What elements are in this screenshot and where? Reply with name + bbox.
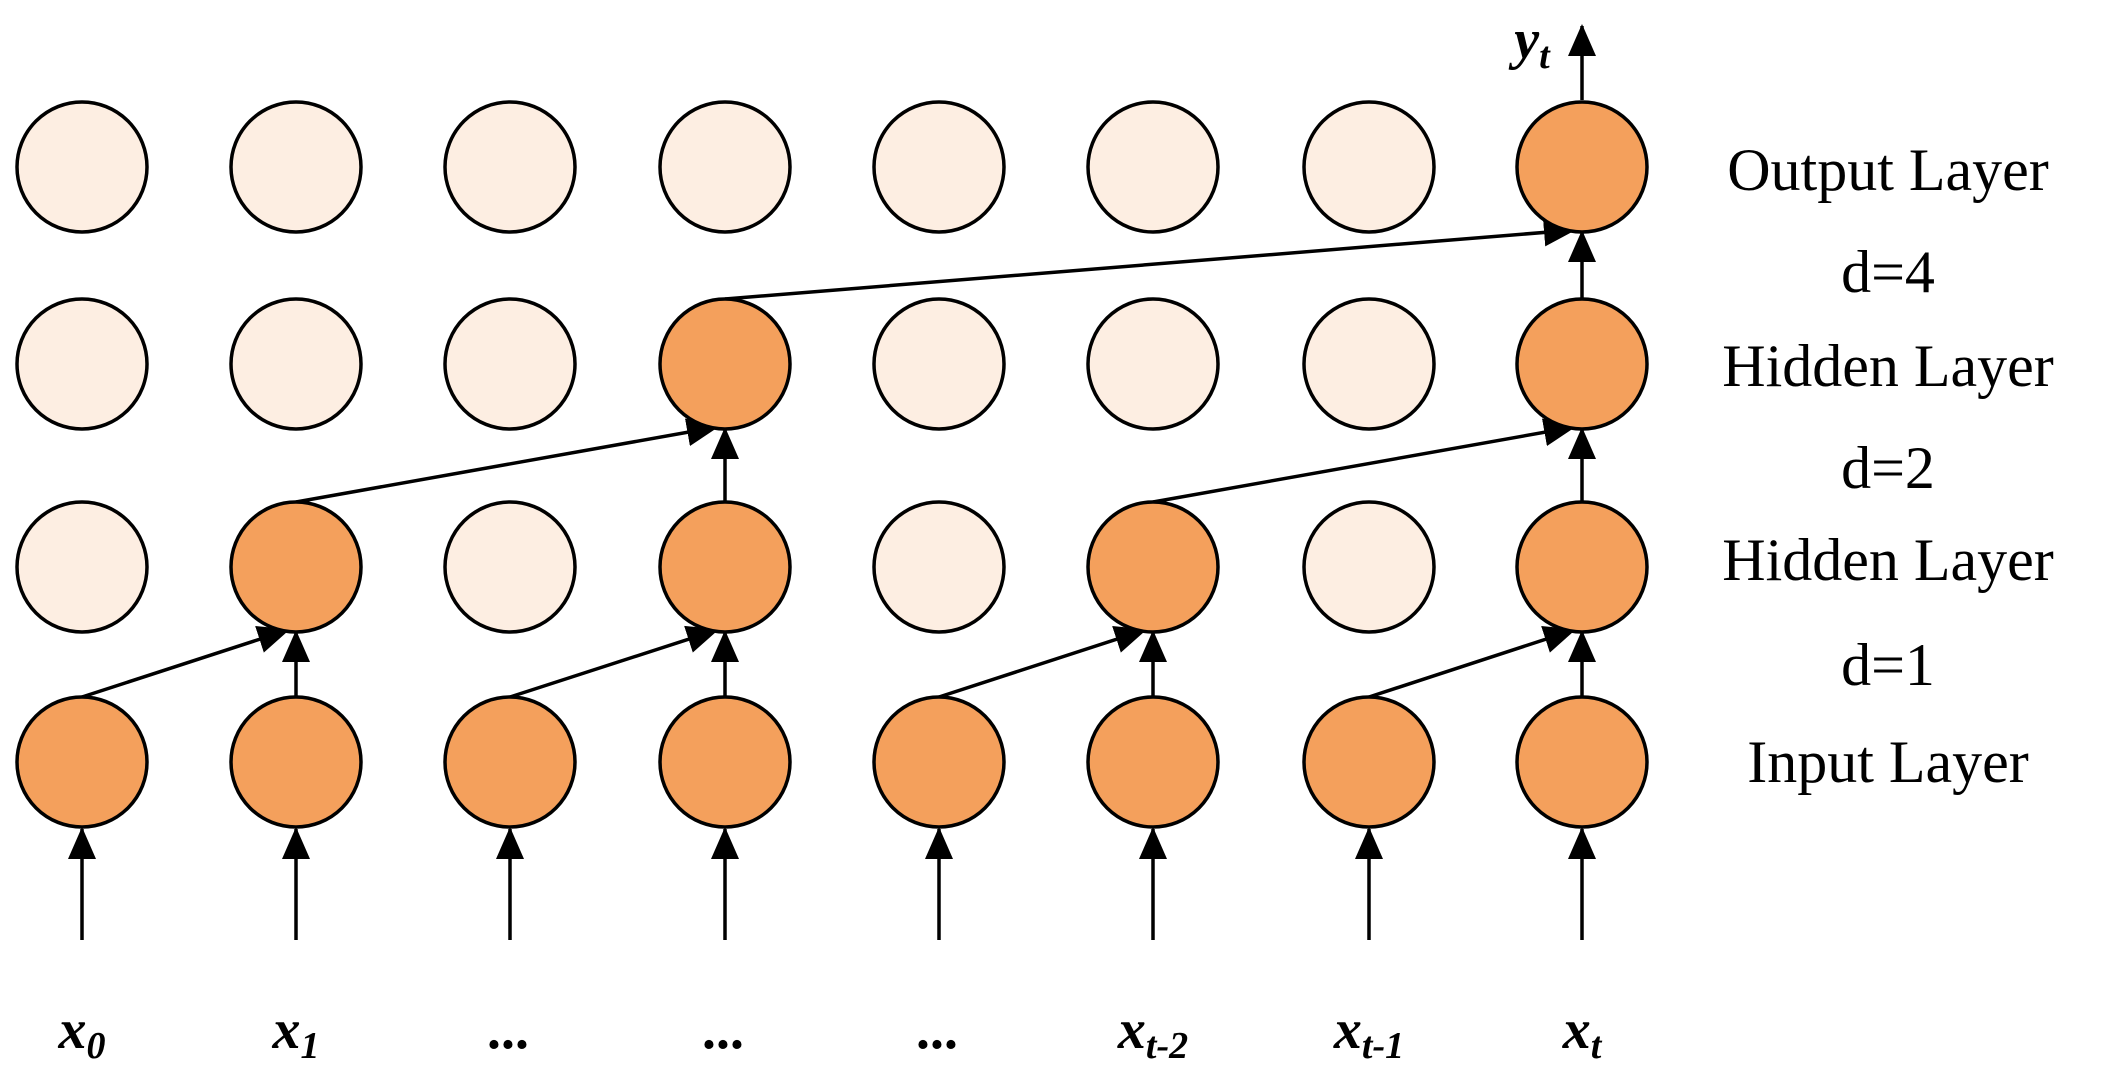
node-hidden1-3-active: [658, 500, 792, 634]
node-input-0-active: [15, 695, 149, 829]
connection-input-2-to-hidden1-3: [509, 625, 719, 699]
input-label-7: xt: [1562, 999, 1603, 1067]
node-hidden1-5-active: [1086, 500, 1220, 634]
layer-label-hidden-2: Hidden Layer: [1722, 333, 2054, 399]
layer-label-input: Input Layer: [1747, 729, 2029, 795]
connection-hidden1-1-to-hidden2-3: [295, 418, 719, 504]
label-group: x0 x1 ... ... ... xt-2 xt-1 xt yt Output…: [58, 9, 2054, 1067]
node-output-1-inactive: [229, 100, 363, 234]
input-label-3: ...: [704, 999, 746, 1061]
input-label-6: xt-1: [1333, 999, 1404, 1067]
connection-hidden2-3-to-output-7: [724, 218, 1576, 301]
node-input-4-active: [872, 695, 1006, 829]
node-hidden2-1-inactive: [229, 297, 363, 431]
node-hidden1-2-inactive: [443, 500, 577, 634]
dilation-label-4: d=4: [1841, 239, 1935, 305]
dilation-label-2: d=2: [1841, 435, 1935, 501]
node-input-2-active: [443, 695, 577, 829]
dilation-label-1: d=1: [1841, 632, 1935, 698]
node-output-7-active: [1515, 100, 1649, 234]
connection-hidden1-5-to-hidden2-7: [1152, 418, 1576, 504]
node-input-7-active: [1515, 695, 1649, 829]
node-hidden2-5-inactive: [1086, 297, 1220, 431]
node-hidden1-7-active: [1515, 500, 1649, 634]
layer-label-hidden-1: Hidden Layer: [1722, 527, 2054, 593]
input-label-4: ...: [918, 999, 960, 1061]
node-input-1-active: [229, 695, 363, 829]
node-input-6-active: [1302, 695, 1436, 829]
output-label: yt: [1508, 9, 1551, 77]
connection-input-4-to-hidden1-5: [938, 625, 1147, 699]
connection-input-0-to-hidden1-1: [81, 625, 290, 699]
edge-group: [68, 24, 1596, 940]
node-hidden1-1-active: [229, 500, 363, 634]
node-hidden2-3-active: [658, 297, 792, 431]
node-group: [15, 100, 1649, 829]
node-hidden1-0-inactive: [15, 500, 149, 634]
node-output-3-inactive: [658, 100, 792, 234]
input-label-5: xt-2: [1117, 999, 1188, 1067]
connection-input-6-to-hidden1-7: [1368, 626, 1576, 699]
node-output-6-inactive: [1302, 100, 1436, 234]
node-hidden2-0-inactive: [15, 297, 149, 431]
node-hidden1-6-inactive: [1302, 500, 1436, 634]
node-output-5-inactive: [1086, 100, 1220, 234]
input-label-2: ...: [489, 999, 531, 1061]
input-label-0: x0: [58, 999, 106, 1067]
node-output-0-inactive: [15, 100, 149, 234]
node-input-5-active: [1086, 695, 1220, 829]
node-input-3-active: [658, 695, 792, 829]
node-hidden2-6-inactive: [1302, 297, 1436, 431]
node-output-4-inactive: [872, 100, 1006, 234]
input-label-1: x1: [272, 999, 320, 1067]
node-hidden2-2-inactive: [443, 297, 577, 431]
node-hidden1-4-inactive: [872, 500, 1006, 634]
node-hidden2-4-inactive: [872, 297, 1006, 431]
node-hidden2-7-active: [1515, 297, 1649, 431]
node-output-2-inactive: [443, 100, 577, 234]
layer-label-output: Output Layer: [1727, 137, 2049, 203]
